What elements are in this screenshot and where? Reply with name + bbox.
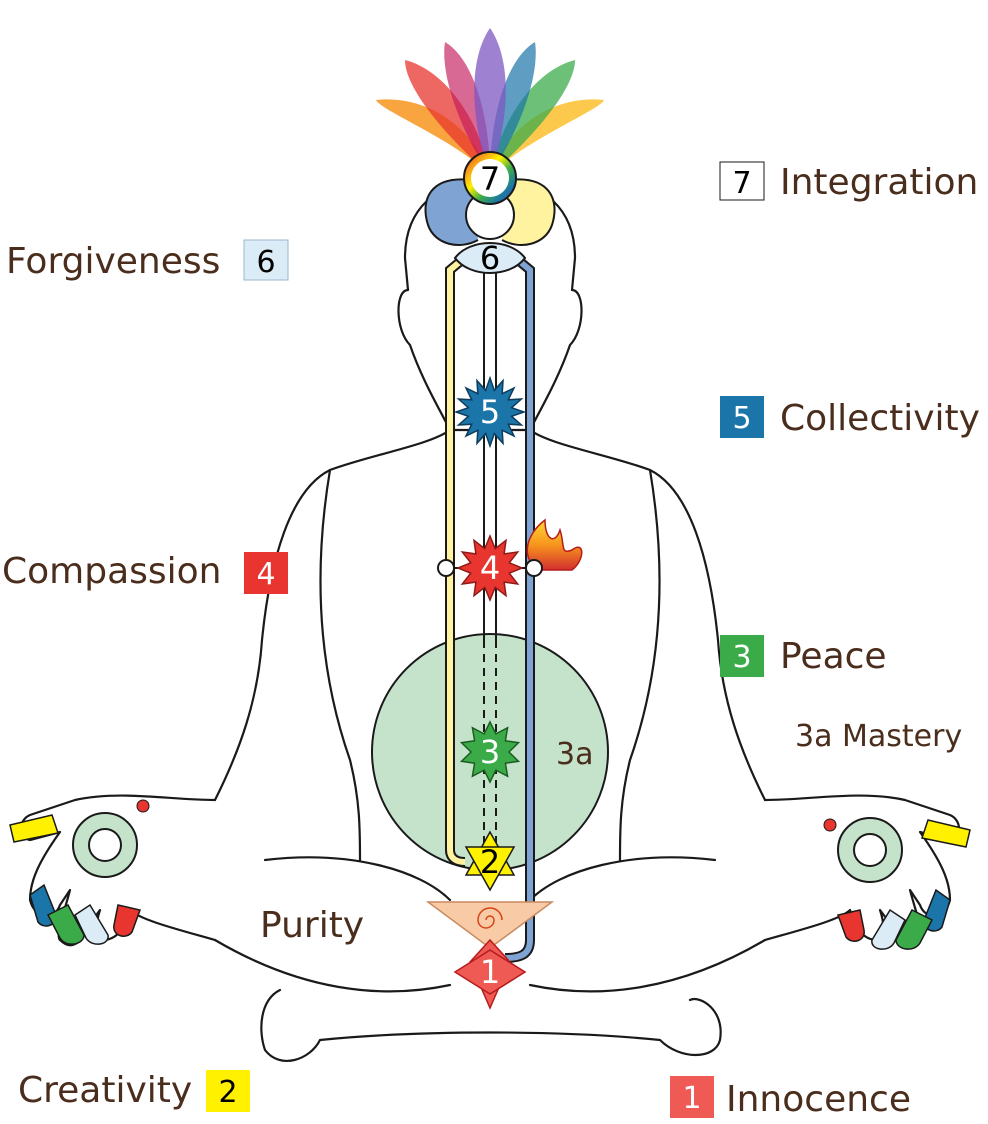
label-compassion: Compassion 4 [2, 551, 288, 594]
chakra-2-number: 2 [480, 843, 500, 881]
label-innocence: 1 Innocence [670, 1076, 911, 1120]
label-forgiveness: Forgiveness 6 [6, 239, 289, 282]
heart-flame-icon [526, 518, 583, 571]
forgiveness-label: Forgiveness [6, 241, 220, 282]
svg-text:2: 2 [218, 1075, 237, 1110]
chakra-3: 3 [459, 720, 521, 784]
chakra-5-number: 5 [480, 393, 500, 431]
integration-label: Integration [780, 162, 978, 203]
chakra-5: 5 [453, 375, 527, 449]
innocence-label: Innocence [726, 1079, 911, 1120]
chakra-3-number: 3 [480, 733, 500, 771]
svg-text:4: 4 [256, 557, 275, 592]
crown-loops [424, 178, 556, 246]
chakra-7-number: 7 [480, 160, 500, 198]
mastery-label: 3a Mastery [795, 719, 962, 754]
svg-text:7: 7 [732, 166, 751, 201]
kundalini-triangle [425, 901, 555, 949]
body-outline [19, 178, 961, 1062]
peace-label: Peace [780, 636, 887, 677]
chakra-6-number: 6 [480, 239, 500, 277]
purity-label: Purity [260, 905, 364, 946]
collectivity-label: Collectivity [780, 398, 980, 439]
right-hand-markers [823, 817, 971, 950]
creativity-label: Creativity [18, 1070, 192, 1111]
left-hand-markers [9, 799, 150, 945]
chakra-4-number: 4 [480, 549, 500, 587]
chakra-4: 4 [437, 534, 543, 602]
channels [445, 256, 535, 963]
chakra-1-number: 1 [480, 953, 500, 991]
void-label: 3a [556, 737, 593, 772]
chakra-6: 6 [453, 239, 527, 277]
label-integration: 7 Integration [719, 161, 978, 203]
chakra-2: 2 [464, 830, 516, 892]
svg-text:6: 6 [256, 245, 275, 280]
label-collectivity: 5 Collectivity [720, 396, 980, 439]
compassion-label: Compassion [2, 551, 222, 592]
svg-text:5: 5 [732, 401, 751, 436]
svg-text:1: 1 [682, 1081, 701, 1116]
lotus-crown [376, 28, 604, 175]
chakra-1: 1 [453, 938, 527, 1010]
label-peace: 3 Peace [720, 635, 887, 677]
chakra-7: 7 [463, 151, 517, 205]
svg-text:3: 3 [732, 640, 751, 675]
label-creativity: Creativity 2 [18, 1070, 250, 1112]
